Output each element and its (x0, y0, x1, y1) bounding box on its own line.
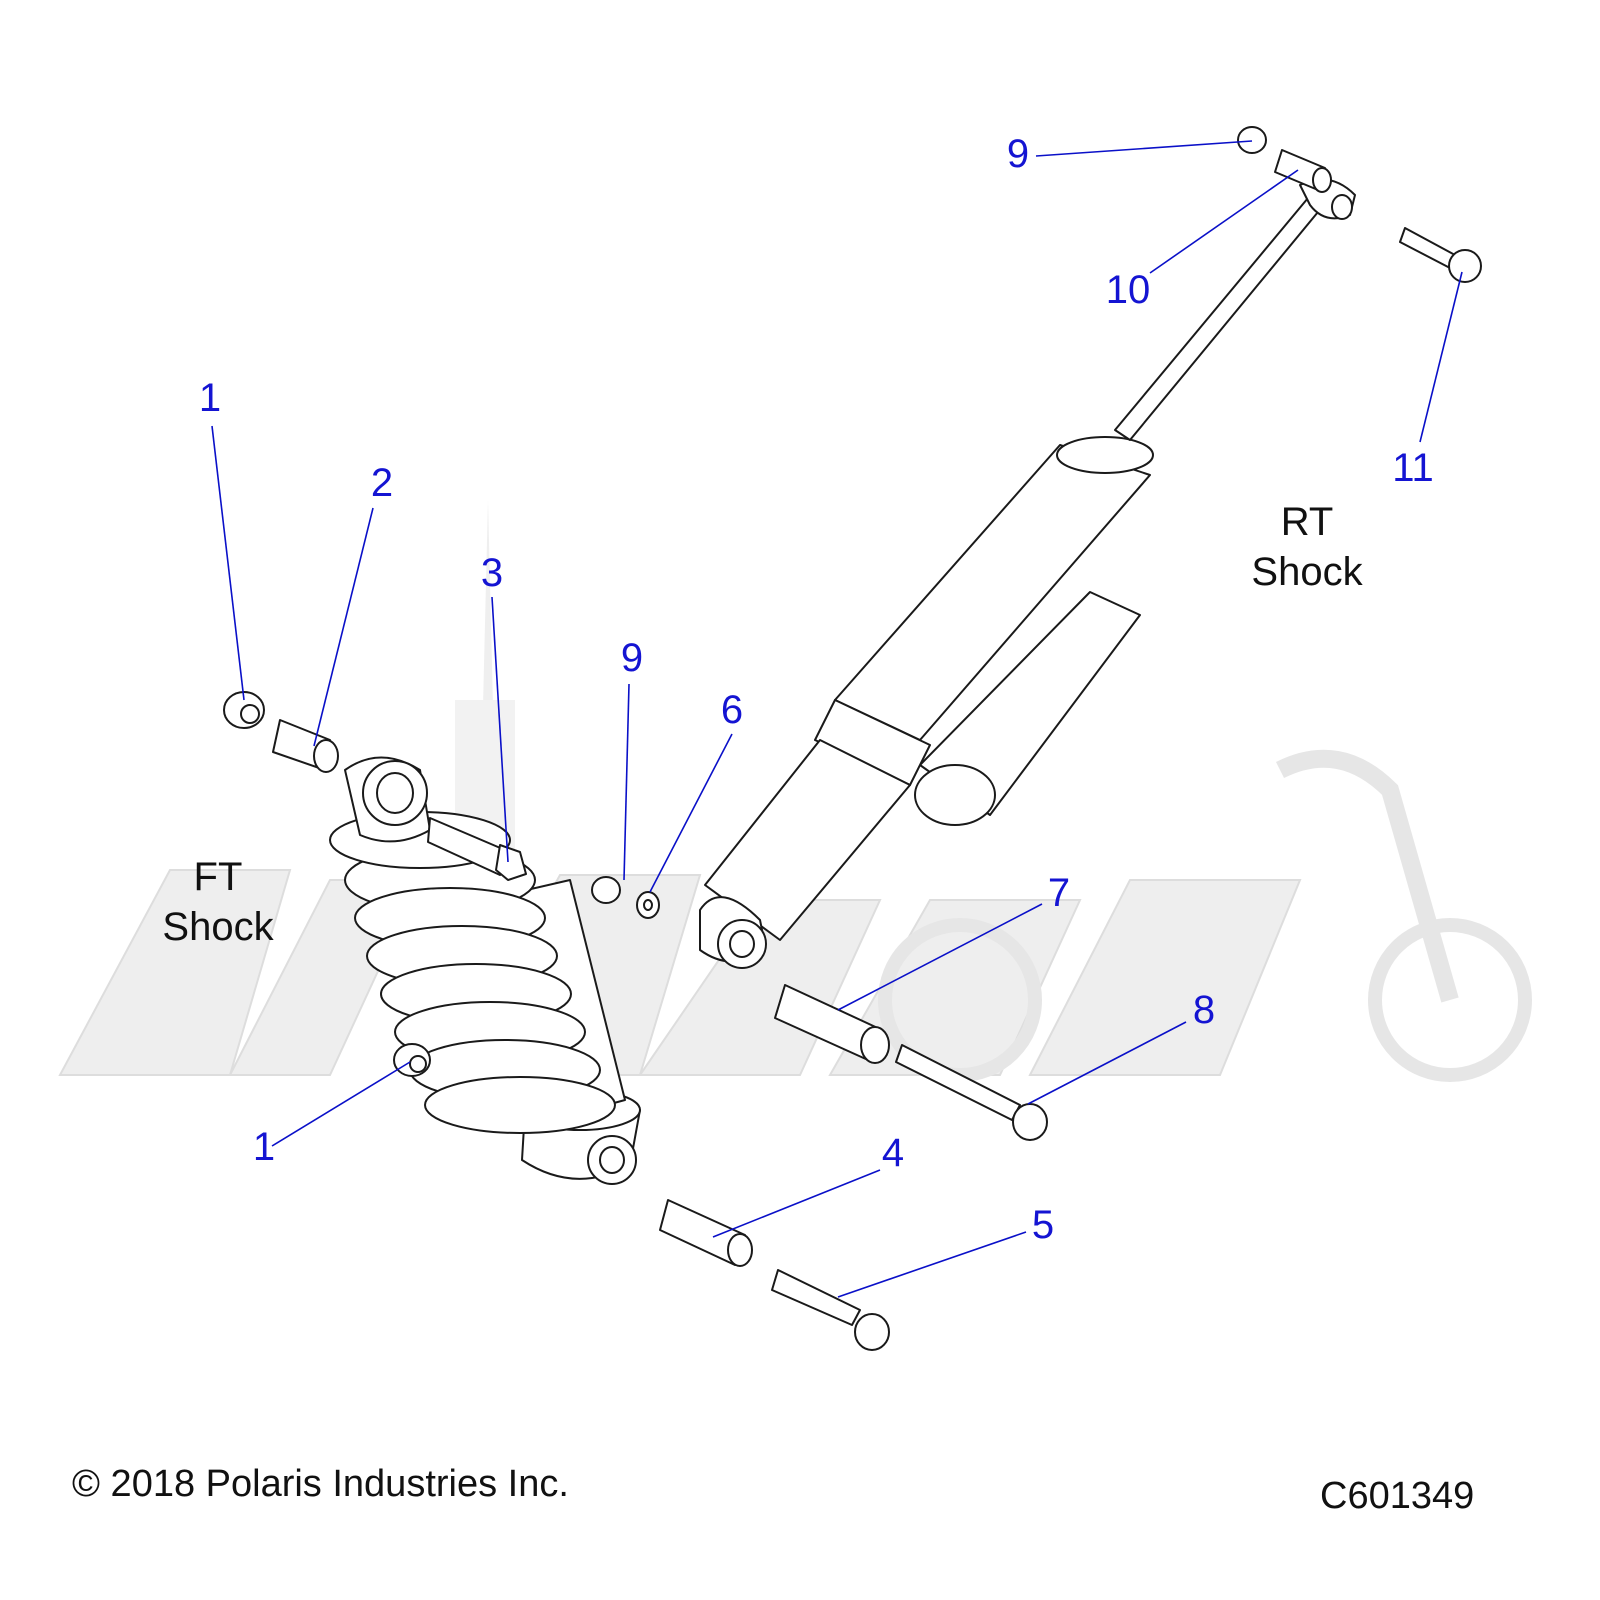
callout-11: 11 (1392, 446, 1434, 490)
ft-shock-label-line1: FT (193, 855, 243, 899)
leader-lines (211, 140, 1463, 1298)
ft-shock (329, 756, 641, 1185)
rt-shock (699, 178, 1356, 969)
callout-4: 4 (881, 1131, 905, 1175)
copyright-text: © 2018 Polaris Industries Inc. (72, 1463, 569, 1505)
callout-2: 2 (370, 461, 394, 505)
callout-1-upper: 1 (198, 376, 222, 420)
rt-shock-label-line2: Shock (1251, 550, 1363, 594)
diagram-id: C601349 (1320, 1475, 1475, 1517)
callout-8: 8 (1192, 988, 1216, 1032)
hardware (223, 126, 1482, 1351)
callout-10: 10 (1105, 268, 1151, 312)
ft-shock-label-line2: Shock (162, 905, 274, 949)
ft-shock-label: FT Shock (162, 852, 273, 952)
callout-3: 3 (480, 551, 504, 595)
rt-shock-label-line1: RT (1280, 500, 1334, 544)
callout-9-right: 9 (1006, 132, 1030, 176)
callout-1-lower: 1 (252, 1125, 276, 1169)
callout-6: 6 (720, 688, 744, 732)
callout-9-left: 9 (620, 636, 644, 680)
rt-shock-label: RT Shock (1251, 497, 1362, 597)
callout-7: 7 (1047, 871, 1071, 915)
callout-5: 5 (1031, 1203, 1055, 1247)
